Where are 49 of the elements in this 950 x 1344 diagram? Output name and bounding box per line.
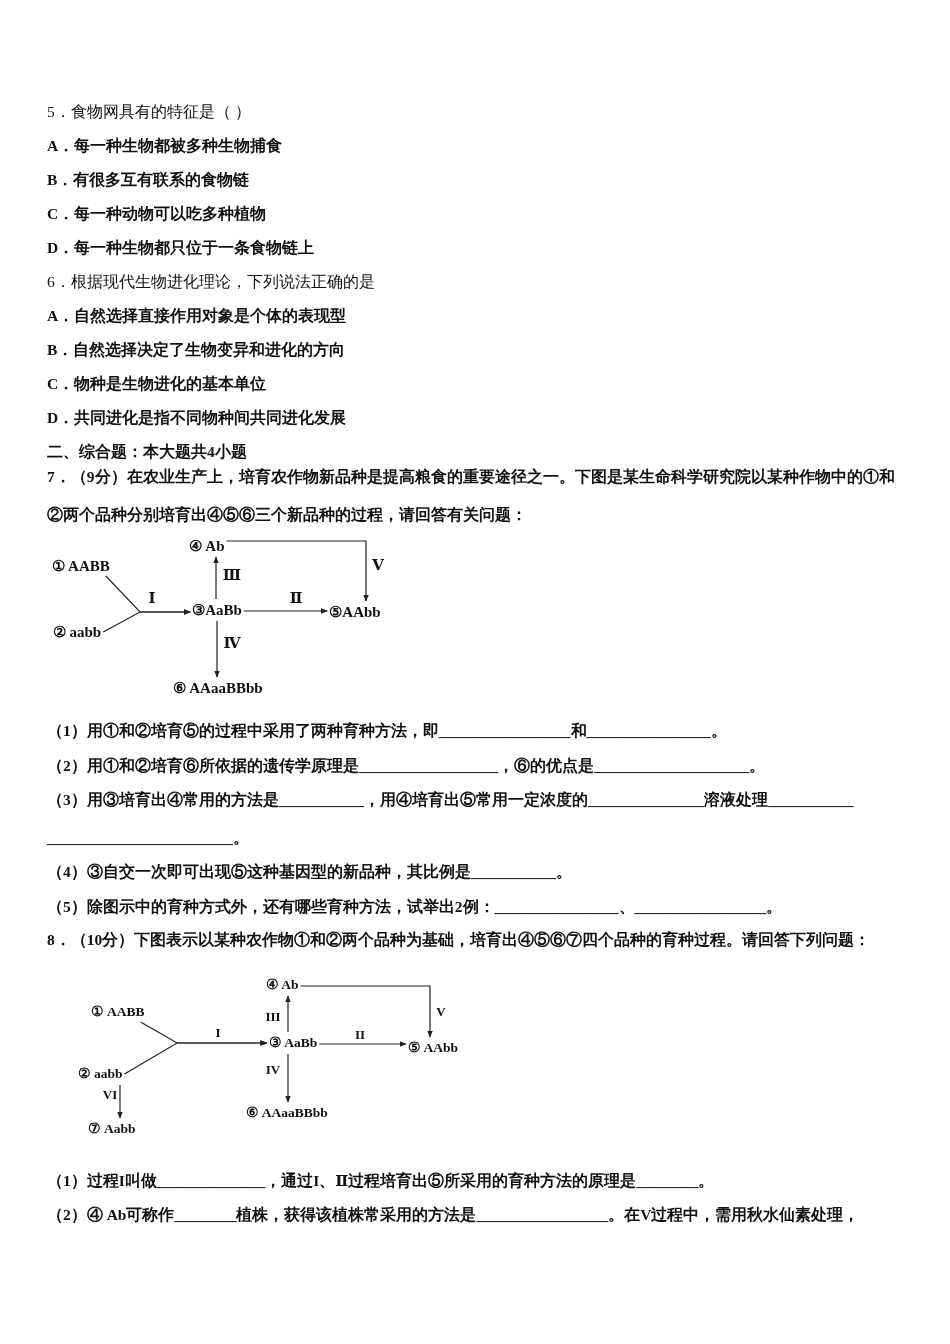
question-text: D．共同进化是指不同物种间共同进化发展	[47, 408, 347, 428]
question-text: （2）用①和②培育⑥所依据的遗传学原理是__________________，⑥的优点是____________________。	[47, 756, 766, 776]
genotype-label: ④ Ab	[189, 537, 225, 555]
genotype-label: ① AABB	[52, 557, 110, 575]
genotype-label: ② aabb	[77, 1065, 123, 1083]
arrow	[213, 556, 219, 600]
edge-label: Ⅳ	[222, 635, 242, 651]
question-text: （5）除图示中的育种方式外，还有哪些育种方法，试举出2例：________________、_________________。	[47, 897, 783, 917]
edge-label: Ⅴ	[371, 557, 385, 573]
question-text: 7．（9分）在农业生产上，培育农作物新品种是提高粮食的重要途径之一。下图是某生命科学研究院以某种作物中的①和②两个品种分别培育出④⑤⑥三个新品种的过程，请回答有关问题：	[47, 467, 896, 525]
genotype-label: ⑤AAbb	[329, 603, 381, 621]
genotype-label: ⑤ AAbb	[407, 1039, 459, 1057]
question-text: 二、综合题：本大题共4小题	[47, 442, 247, 462]
genotype-label: ③ AaBb	[268, 1034, 318, 1052]
edge-label: Ⅱ	[288, 590, 304, 606]
question-text: D．每一种生物都只位于一条食物链上	[47, 238, 315, 258]
genotype-label: ④ Ab	[265, 976, 299, 994]
arrow	[299, 985, 433, 1038]
question-text: （2）④ Ab可称作________植株，获得该植株常采用的方法是_________________。在V过程中，需用秋水仙素处理，	[47, 1205, 860, 1225]
question-text: （3）用③培育出④常用的方法是___________，用④培育出⑤常用一定浓度的_______________溶液处理___________ ________________________。	[47, 790, 855, 848]
question-text: C．每一种动物可以吃多种植物	[47, 204, 267, 224]
genotype-label: ⑦ Aabb	[88, 1120, 136, 1138]
arrow	[123, 1040, 268, 1075]
arrow	[318, 1041, 407, 1047]
question-text: B．自然选择决定了生物变异和进化的方向	[47, 340, 346, 360]
question-text: C．物种是生物进化的基本单位	[47, 374, 267, 394]
question-text: 5．食物网具有的特征是（ ）	[47, 102, 251, 122]
arrow	[285, 995, 291, 1033]
genotype-label: ⑥ AAaaBBbb	[246, 1104, 328, 1122]
question-text: A．每一种生物都被多种生物捕食	[47, 136, 283, 156]
arrow	[117, 1084, 123, 1119]
arrow	[226, 540, 369, 602]
question-text: （1）过程I叫做______________，通过I、Ⅱ过程培育出⑤所采用的育种方法的原理是________。	[47, 1171, 715, 1191]
arrow	[214, 620, 220, 678]
edge-label: Ⅲ	[221, 567, 243, 583]
arrow	[243, 608, 328, 614]
question-text: 8．（10分）下图表示以某种农作物①和②两个品种为基础，培育出④⑤⑥⑦四个品种的育种过程。请回答下列问题：	[47, 930, 871, 950]
genotype-label: ② aabb	[52, 623, 102, 641]
arrow	[102, 609, 191, 633]
question-text: 6．根据现代生物进化理论，下列说法正确的是	[47, 272, 375, 292]
edge-label: Ⅰ	[147, 590, 157, 606]
question-text: A．自然选择直接作用对象是个体的表现型	[47, 306, 347, 326]
genotype-label: ⑥ AAaaBBbb	[173, 679, 263, 697]
question-text: （4）③自交一次即可出现⑤这种基因型的新品种，其比例是___________。	[47, 862, 572, 882]
arrow	[285, 1053, 291, 1103]
question-text: （1）用①和②培育⑤的过程中采用了两种育种方法，即_________________和________________。	[47, 721, 727, 741]
question-text: B．有很多互有联系的食物链	[47, 170, 250, 190]
genotype-label: ③AaBb	[192, 601, 242, 619]
genotype-label: ① AABB	[91, 1003, 145, 1021]
